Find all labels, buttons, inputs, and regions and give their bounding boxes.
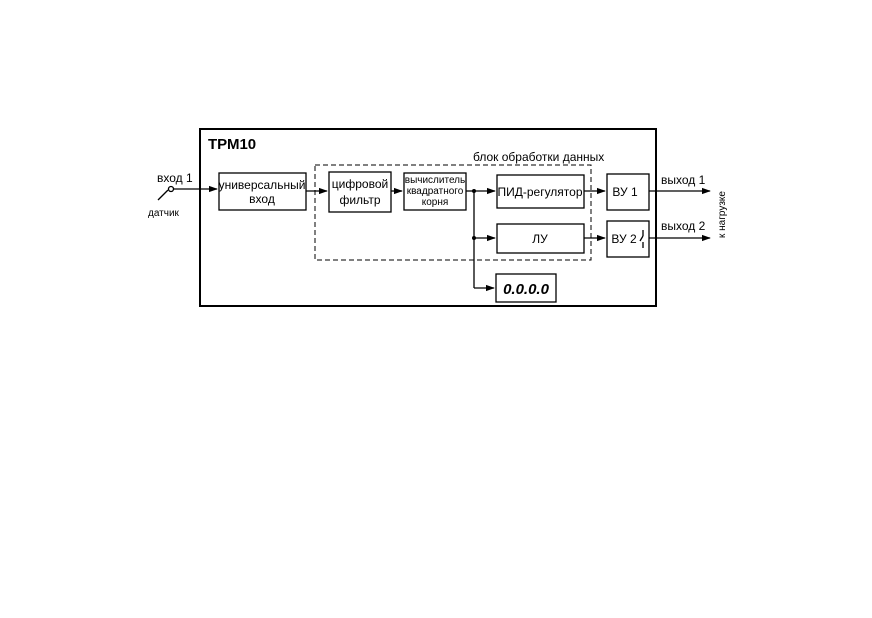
load-label: к нагрузке [717,191,728,238]
digital-filter-line-1: цифровой [332,177,388,191]
sqrt-calculator-line-1: вычислитель [405,175,465,186]
universal-input-block: универсальный вход [218,172,307,211]
output-2-label: выход 2 [661,219,706,233]
output-device-1-block: ВУ 1 [606,173,650,211]
sensor-switch-icon [157,185,175,201]
sqrt-calculator-line-3: корня [422,197,449,208]
universal-input-line-2: вход [249,192,275,206]
sensor-label: датчик [148,208,180,219]
processing-group-label: блок обработки данных [473,150,604,164]
processing-group-frame [314,164,592,261]
digital-filter-block: цифровой фильтр [328,171,392,213]
digital-filter-line-2: фильтр [339,193,380,207]
logic-unit-label: ЛУ [532,232,548,246]
sqrt-calculator-block: вычислитель квадратного корня [403,172,467,211]
device-frame [199,128,657,307]
pid-regulator-label: ПИД-регулятор [497,185,582,199]
input-label: вход 1 [157,171,193,185]
relay-switch-icon [639,230,644,248]
output-device-2-block: ВУ 2 [606,220,650,258]
output-device-2-label: ВУ 2 [611,232,637,246]
pid-regulator-block: ПИД-регулятор [496,174,585,209]
universal-input-line-1: универсальный [219,178,306,192]
sqrt-calculator-line-2: квадратного [407,186,464,197]
display-block: 0.0.0.0 [495,273,557,303]
logic-unit-block: ЛУ [496,223,585,254]
display-digits: 0.0.0.0 [503,281,550,298]
output-device-1-label: ВУ 1 [612,185,638,199]
output-1-label: выход 1 [661,173,706,187]
device-title: ТРМ10 [208,136,256,153]
